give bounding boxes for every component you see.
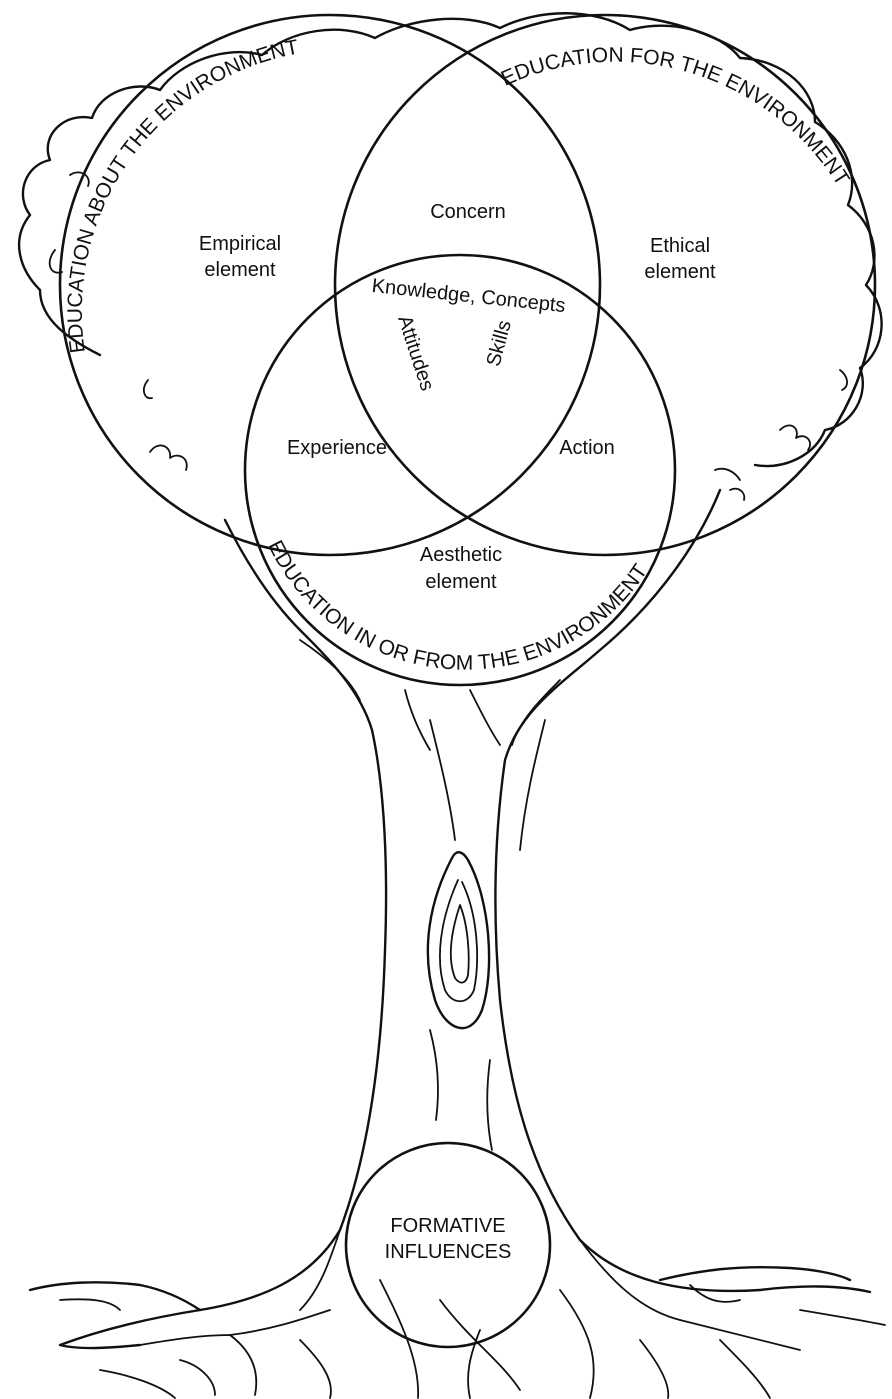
label-empirical: Empirical — [199, 233, 281, 255]
circle-education-about — [60, 15, 600, 555]
label-influences: INFLUENCES — [385, 1241, 512, 1263]
label-concern: Concern — [430, 201, 506, 223]
label-formative: FORMATIVE — [390, 1215, 505, 1237]
label-aesthetic: Aesthetic — [420, 544, 502, 566]
label-ethical-element: element — [644, 261, 716, 283]
label-knowledge-concepts: Knowledge, Concepts — [371, 275, 567, 317]
region-empirical: Empirical element — [199, 233, 281, 281]
arc-label-education-for: EDUCATION FOR THE ENVIRONMENT — [498, 44, 854, 190]
tree-trunk — [200, 490, 760, 1310]
label-ethical: Ethical — [650, 235, 710, 257]
label-action: Action — [559, 437, 615, 459]
trunk-knot — [428, 852, 492, 1150]
label-skills: Skills — [483, 318, 516, 369]
region-ethical: Ethical element — [644, 235, 716, 283]
label-aesthetic-element: element — [425, 571, 497, 593]
region-aesthetic: Aesthetic element — [420, 544, 502, 593]
label-experience: Experience — [287, 437, 387, 459]
arc-label-education-about: EDUCATION ABOUT THE ENVIRONMENT — [64, 36, 301, 355]
formative-influences: FORMATIVE INFLUENCES — [346, 1143, 550, 1347]
label-attitudes: Attitudes — [393, 313, 438, 394]
label-empirical-element: element — [204, 259, 276, 281]
